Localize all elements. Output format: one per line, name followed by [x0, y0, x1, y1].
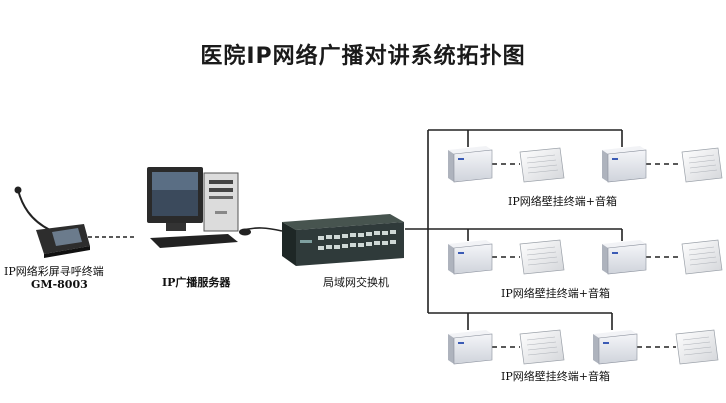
speaker-r1-a: [519, 147, 565, 183]
lan-switch-icon: [282, 214, 404, 266]
server-label: IP广播服务器: [162, 276, 231, 289]
paging-terminal-model: GM-8003: [31, 278, 88, 291]
terminal-box-r2-b: [602, 240, 647, 275]
speaker-r1-b: [681, 147, 723, 183]
row1-label: IP网络壁挂终端+音箱: [508, 195, 617, 208]
connection-lines: [88, 129, 682, 348]
speaker-r3-a: [519, 329, 565, 365]
speaker-links: [492, 163, 682, 348]
row3-label: IP网络壁挂终端+音箱: [501, 370, 610, 383]
terminal-box-r3-a: [448, 330, 493, 365]
terminal-box-r3-b: [593, 330, 638, 365]
terminal-box-r2-a: [448, 240, 493, 275]
switch-label: 局域网交换机: [323, 276, 389, 289]
speaker-r2-b: [681, 239, 723, 275]
paging-terminal-icon: [14, 186, 90, 258]
diagram-title: 医院IP网络广播对讲系统拓扑图: [200, 44, 526, 69]
paging-terminal-label: IP网络彩屏寻呼终端: [4, 265, 104, 278]
server-computer-icon: [147, 167, 251, 248]
speaker-r3-b: [675, 329, 719, 365]
terminal-box-r1-a: [448, 146, 493, 183]
speaker-r2-a: [519, 239, 565, 275]
row2-label: IP网络壁挂终端+音箱: [501, 287, 610, 300]
terminal-box-r1-b: [602, 146, 647, 183]
